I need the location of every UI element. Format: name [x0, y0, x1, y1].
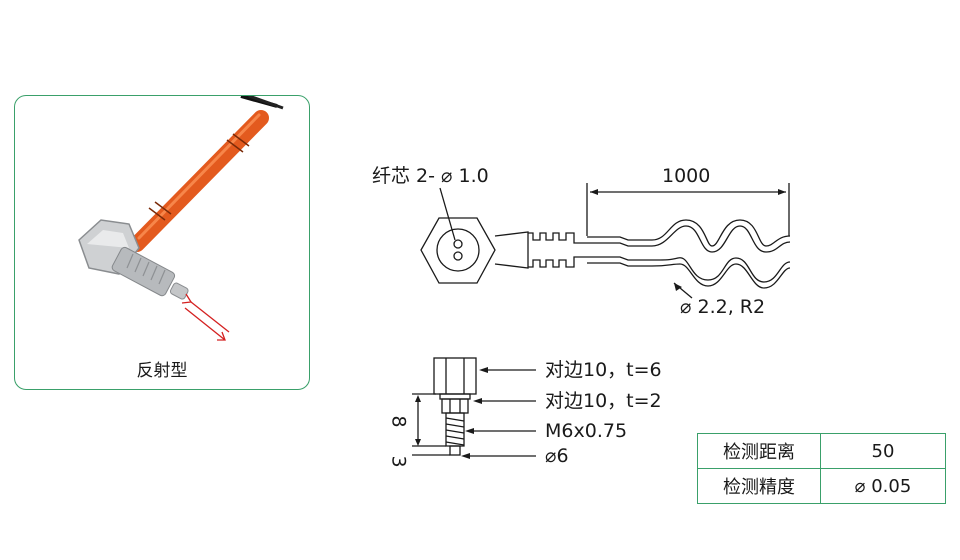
cable-label: ⌀ 2.2, R2: [680, 296, 766, 318]
core-label: 纤芯 2- ⌀ 1.0: [372, 165, 489, 187]
spec-label-distance: 检测距离: [697, 433, 821, 469]
product-photo-card: 反射型: [14, 95, 310, 390]
dimension-3: 3: [387, 455, 410, 468]
spec-label-precision: 检测精度: [697, 468, 821, 504]
photo-caption: 反射型: [136, 361, 188, 381]
callout-thread: M6x0.75: [545, 420, 628, 442]
side-thread: [445, 412, 465, 447]
callout-tip-diameter: ⌀6: [545, 445, 569, 467]
side-hex-nut: [433, 357, 477, 395]
sensor-illustration: [78, 96, 284, 341]
reflection-beam: [181, 293, 230, 341]
spec-value-distance: 50: [820, 433, 946, 469]
callout-thin-nut: 对边10，t=2: [545, 390, 662, 412]
fiber-face: [436, 228, 480, 272]
callout-hex-nut: 对边10，t=6: [545, 359, 662, 381]
length-dimension-value: 1000: [662, 165, 711, 187]
spec-value-precision: ⌀ 0.05: [820, 468, 946, 504]
table-row: 检测精度 ⌀ 0.05: [697, 468, 946, 504]
dimension-8: 8: [387, 415, 410, 428]
table-row: 检测距离 50: [697, 433, 946, 469]
hex-head-outline: [420, 217, 496, 284]
spec-table: 检测距离 50 检测精度 ⌀ 0.05: [697, 433, 946, 504]
